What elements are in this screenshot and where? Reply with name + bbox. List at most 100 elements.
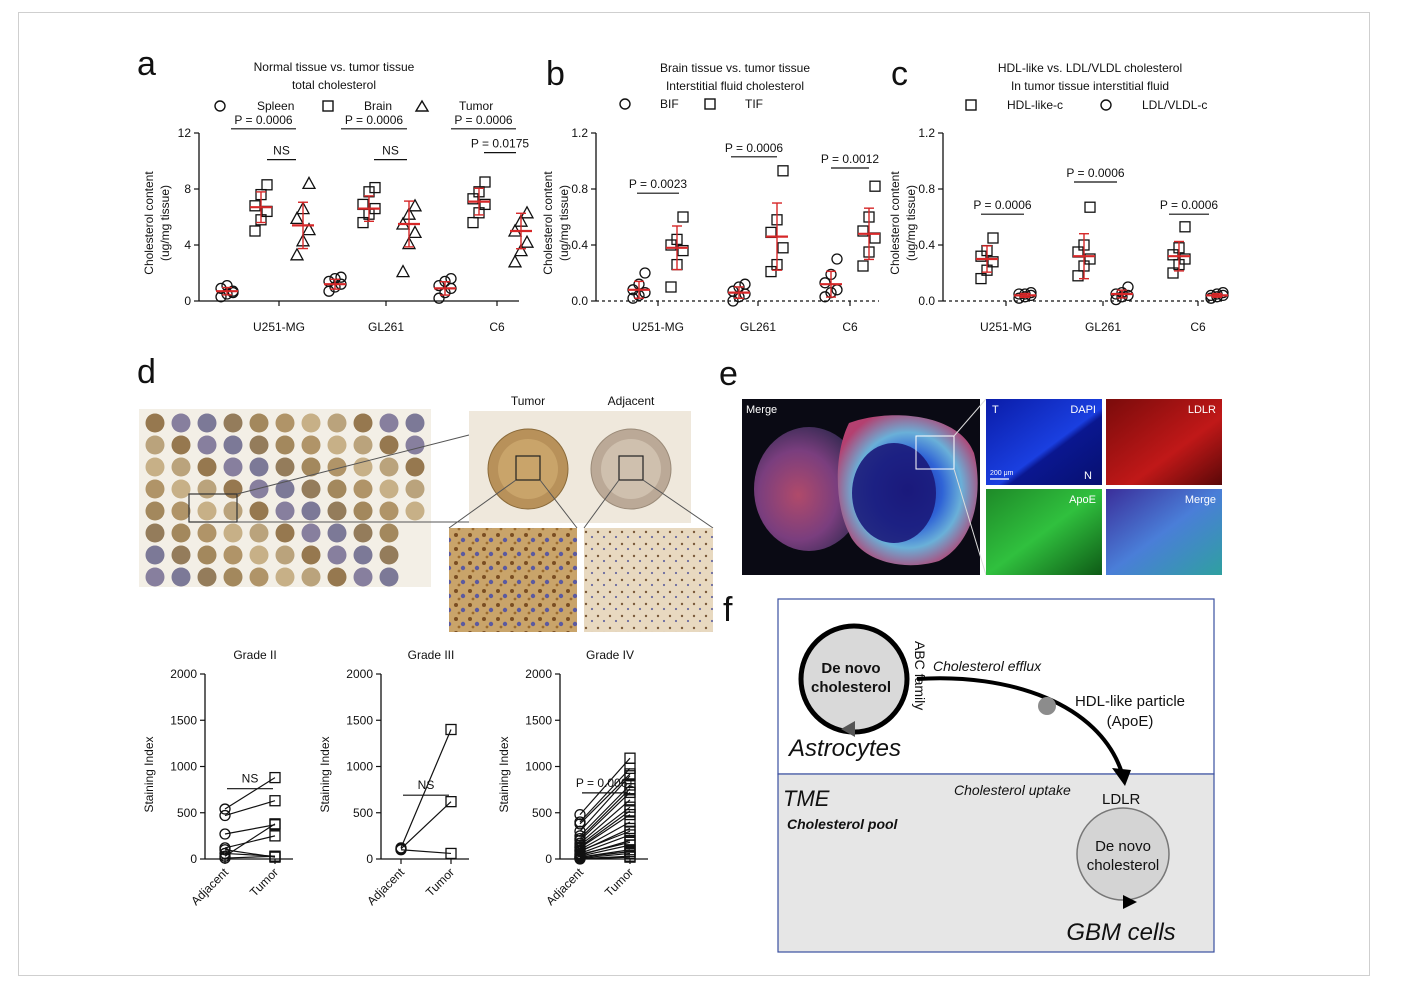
paired-line: [579, 851, 631, 858]
panel-c-ylabel-2: (ug/mg tissue): [904, 185, 918, 261]
x-category-label: Adjacent: [543, 865, 586, 908]
y-tick-label: 500: [177, 806, 197, 820]
tumor-point: [624, 783, 636, 795]
significance-label: P = 0.0006: [345, 113, 403, 127]
tma-core: [171, 545, 191, 565]
tma-core: [223, 479, 243, 499]
data-point-hdl-like-c: [1072, 270, 1084, 282]
hdl-particle-label-2: (ApoE): [1107, 713, 1154, 730]
y-tick-label: 0: [366, 852, 373, 866]
adjacent-point: [574, 845, 586, 857]
tma-core: [379, 435, 399, 455]
tma-core: [353, 567, 373, 587]
data-point-tif: [677, 211, 689, 223]
paired-line: [224, 800, 276, 817]
legend-tumor-label: Tumor: [459, 99, 493, 113]
tma-core: [171, 413, 191, 433]
astrocyte-cycle-arrowhead: [841, 721, 855, 737]
data-point-tif: [857, 260, 869, 272]
adjacent-point: [219, 844, 231, 856]
y-tick-label: 8: [184, 182, 191, 196]
data-point-tumor: [513, 243, 529, 257]
tma-core: [171, 479, 191, 499]
significance-label: NS: [273, 144, 290, 158]
tumor-zoom-line-l: [448, 479, 517, 529]
astrocytes-label: Astrocytes: [787, 735, 901, 762]
tma-core: [145, 567, 165, 587]
grade-plot-title: Grade III: [408, 648, 455, 662]
tumor-point: [269, 850, 281, 862]
figure-canvas: a Normal tissue vs. tumor tissue total c…: [137, 45, 1229, 953]
tma-core: [171, 567, 191, 587]
tma-core: [275, 523, 295, 543]
data-point-bif: [739, 288, 751, 300]
tma-core: [145, 523, 165, 543]
grade-plot-title: Grade II: [233, 648, 276, 662]
core-adjacent-label: Adjacent: [608, 394, 655, 408]
x-category-label: U251-MG: [632, 320, 684, 334]
data-point-brain: [467, 193, 479, 205]
significance-label: P = 0.0006: [973, 198, 1031, 212]
legend-ldl-marker: [1100, 99, 1112, 111]
tma-core: [353, 545, 373, 565]
tma-core: [223, 457, 243, 477]
tma-core: [379, 545, 399, 565]
paired-line: [579, 788, 631, 840]
staining-index-ylabel: Staining Index: [497, 736, 511, 812]
tumor-point: [624, 816, 636, 828]
legend-ldl-label: LDL/VLDL-c: [1142, 98, 1207, 112]
adjacent-point: [574, 833, 586, 845]
adjacent-zoom-line-l: [583, 479, 620, 529]
tma-core: [223, 413, 243, 433]
tma-selection-box: [188, 493, 238, 523]
legend-brain-marker: [322, 100, 334, 112]
paired-line: [579, 856, 631, 860]
tma-core: [379, 479, 399, 499]
cholesterol-pool-label: Cholesterol pool: [787, 816, 899, 832]
tma-core: [249, 567, 269, 587]
hdl-particle-label-1: HDL-like particle: [1075, 693, 1185, 710]
paired-line: [579, 852, 631, 859]
gbm-denovo-label-1: De novo: [1095, 838, 1151, 855]
legend-hdl-marker: [965, 99, 977, 111]
panel-f-letter: f: [723, 591, 733, 629]
data-point-tif: [677, 244, 689, 257]
legend-bif-marker: [619, 98, 631, 110]
tma-core: [353, 435, 373, 455]
apoe-label: ApoE: [1069, 494, 1096, 506]
paired-line: [579, 834, 631, 855]
panel-a-ylabel-1: Cholesterol content: [142, 171, 156, 275]
data-point-tif: [765, 265, 777, 278]
data-point-brain: [261, 179, 273, 191]
paired-line: [224, 777, 276, 810]
tma-core: [379, 413, 399, 433]
tumor-point: [445, 847, 457, 860]
paired-line: [400, 729, 452, 849]
legend-tif-marker: [704, 98, 716, 110]
y-tick-label: 1000: [170, 760, 197, 774]
paired-line: [400, 849, 452, 855]
y-tick-label: 1000: [525, 760, 552, 774]
tma-core: [145, 457, 165, 477]
tma-core: [327, 479, 347, 499]
significance-label: P = 0.0006: [454, 113, 512, 127]
panel-c-ylabel-1: Cholesterol content: [888, 171, 902, 275]
data-point-hdl-like-c: [987, 232, 999, 244]
paired-line: [579, 775, 631, 832]
adjacent-point: [574, 848, 586, 861]
adjacent-point: [574, 853, 586, 865]
tumor-point: [624, 851, 636, 863]
tma-core: [249, 545, 269, 565]
tma-core: [145, 501, 165, 521]
tma-core: [301, 567, 321, 587]
tma-core: [249, 457, 269, 477]
data-point-tumor: [289, 247, 305, 261]
inset-line-1: [953, 398, 987, 437]
significance-label: P = 0.0006: [1066, 166, 1124, 180]
paired-line: [224, 823, 276, 857]
tma-core: [301, 501, 321, 521]
tma-core: [197, 545, 217, 565]
tumor-core-zoom-box: [515, 455, 541, 481]
tma-core: [353, 457, 373, 477]
